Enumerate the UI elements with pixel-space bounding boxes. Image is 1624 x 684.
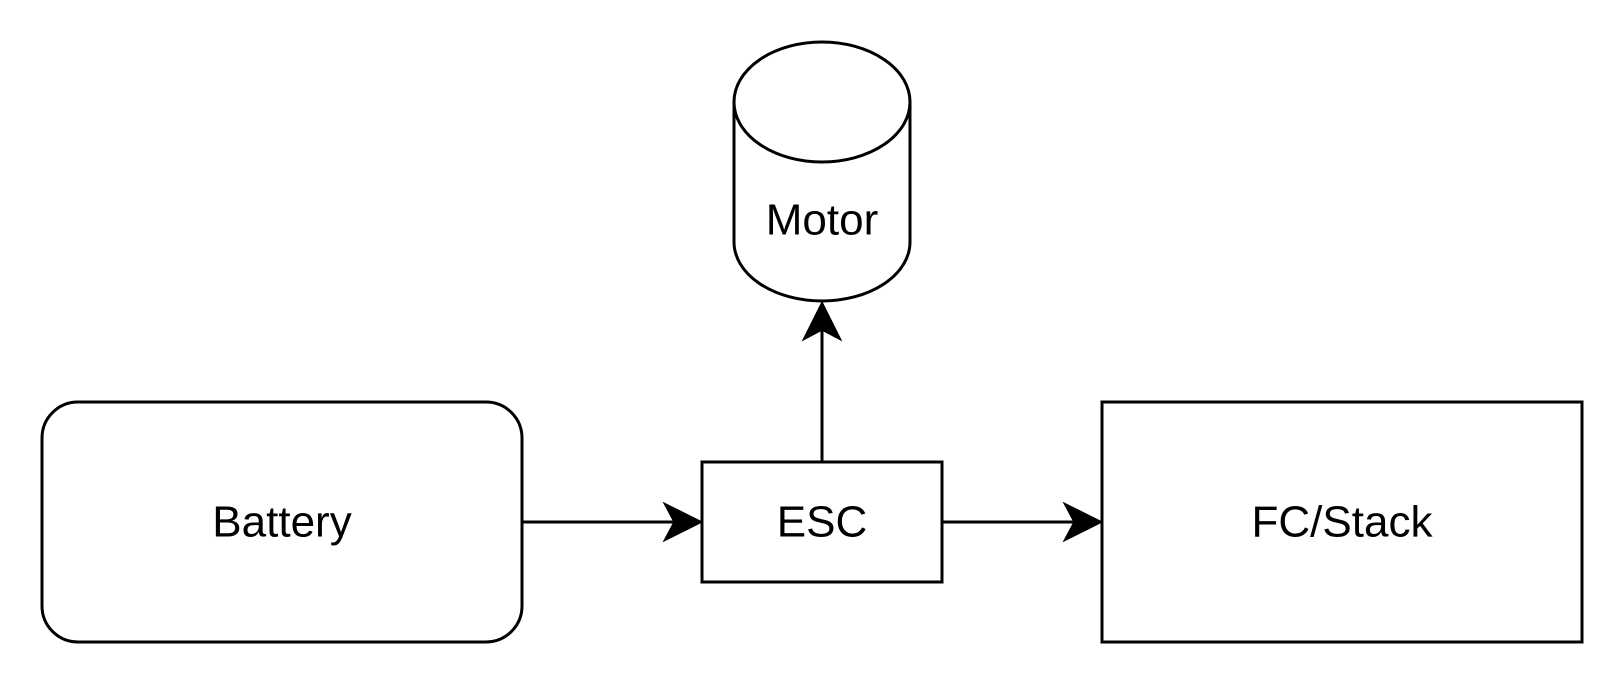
arrowhead-icon: [801, 300, 843, 342]
esc-node[interactable]: ESC: [700, 460, 944, 584]
battery-label: Battery: [212, 498, 351, 547]
motor-node[interactable]: Motor: [732, 40, 912, 303]
motor-cylinder-top: [732, 40, 912, 164]
fc-stack-box: [1100, 400, 1584, 644]
esc-box: [700, 460, 944, 584]
edge-esc-to-motor: [801, 300, 843, 461]
battery-node[interactable]: Battery: [40, 400, 524, 644]
fc-stack-label: FC/Stack: [1252, 498, 1434, 547]
edge-esc-to-fc-stack: [943, 501, 1104, 543]
edge-battery-to-esc: [523, 501, 704, 543]
arrowhead-icon: [662, 501, 704, 543]
esc-label: ESC: [777, 498, 867, 547]
fc-stack-node[interactable]: FC/Stack: [1100, 400, 1584, 644]
battery-box: [40, 400, 524, 644]
motor-label: Motor: [766, 196, 878, 245]
arrowhead-icon: [1062, 501, 1104, 543]
